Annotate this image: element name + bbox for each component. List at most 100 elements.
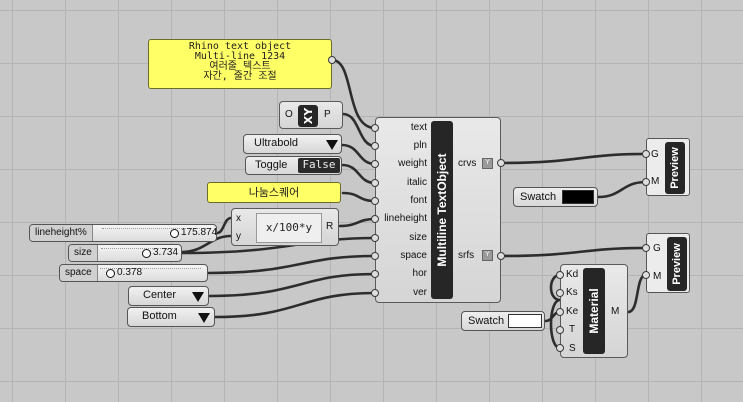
wire-crvs (499, 152, 648, 165)
toggle-value[interactable]: False (298, 158, 340, 173)
swatch-black[interactable]: Swatch (513, 187, 598, 207)
input-grip[interactable] (371, 124, 379, 132)
text-panel-line: Rhino text object (188, 41, 292, 52)
input-pin-size[interactable]: size (409, 232, 427, 243)
input-grip[interactable] (556, 308, 564, 316)
input-pin-italic[interactable]: italic (406, 177, 427, 188)
preview-input-m[interactable]: M (651, 176, 660, 187)
svg-text:XY: XY (302, 107, 315, 124)
input-grip[interactable] (371, 215, 379, 223)
swatch-color[interactable] (562, 190, 594, 204)
text-panel-line: 여러줄 텍스트 (209, 61, 271, 72)
input-grip[interactable] (371, 289, 379, 297)
input-grip[interactable] (371, 179, 379, 187)
preview-input-m[interactable]: M (653, 271, 662, 282)
font-panel-text: 나눔스퀘어 (248, 186, 300, 199)
input-pin-hor[interactable]: hor (412, 268, 427, 279)
input-grip[interactable] (371, 270, 379, 278)
xy-plane-output-pin[interactable]: P (324, 109, 331, 120)
input-grip[interactable] (556, 344, 564, 352)
input-grip[interactable] (556, 271, 564, 279)
material-input-t[interactable]: T (569, 324, 576, 335)
material-input-ks[interactable]: Ks (566, 287, 578, 298)
input-grip[interactable] (371, 160, 379, 168)
slider-knob[interactable] (142, 249, 151, 258)
xy-plane-icon: XY (298, 105, 318, 127)
input-grip[interactable] (371, 234, 379, 242)
wire-material-out (626, 273, 648, 314)
expression-input-y[interactable]: y (236, 231, 241, 242)
space-slider[interactable]: space 0.378 (59, 264, 208, 282)
preview-input-g[interactable]: G (651, 149, 659, 160)
input-grip[interactable] (556, 326, 564, 334)
output-grip[interactable] (497, 159, 505, 167)
material-title-bar: Material (583, 268, 605, 354)
input-pin-text[interactable]: text (410, 122, 427, 133)
input-pin-weight[interactable]: weight (398, 158, 427, 169)
multiline-textobject-component[interactable]: text pln weight italic font lineheight s… (375, 117, 501, 303)
font-panel[interactable]: 나눔스퀘어 (207, 182, 341, 203)
lineheight-slider-value: 175.874 (181, 227, 218, 238)
material-output-m[interactable]: M (611, 306, 620, 317)
input-pin-space[interactable]: space (400, 250, 427, 261)
lineheight-slider[interactable]: lineheight% 175.874 (29, 224, 217, 242)
slider-track (101, 248, 175, 258)
swatch-white[interactable]: Swatch (461, 311, 545, 331)
output-pin-crvs[interactable]: crvs (458, 158, 477, 169)
material-component[interactable]: Kd Ks Ke T S Material M (560, 264, 628, 358)
input-pin-ver[interactable]: ver (413, 287, 427, 298)
expression-formula: x/100*y (256, 213, 322, 243)
main-component-title-bar: Multiline TextObject (431, 121, 453, 299)
expression-input-x[interactable]: x (236, 213, 241, 224)
preview-input-g[interactable]: G (653, 243, 661, 254)
ver-dropdown[interactable]: Bottom (127, 307, 215, 327)
slider-track (100, 268, 201, 278)
space-slider-name: space (60, 265, 98, 281)
input-pin-lineheight[interactable]: lineheight (384, 213, 427, 224)
preview-title-bar: Preview (667, 237, 687, 291)
input-grip[interactable] (556, 289, 564, 297)
wire-pln (341, 112, 377, 148)
output-grip[interactable] (497, 252, 505, 260)
input-pin-font[interactable]: font (410, 195, 427, 206)
output-pin-srfs[interactable]: srfs (458, 250, 475, 261)
input-grip[interactable] (642, 244, 650, 252)
input-pin-pln[interactable]: pln (413, 140, 427, 151)
wire-weight (340, 143, 377, 166)
input-grip[interactable] (642, 178, 650, 186)
slider-knob[interactable] (170, 229, 179, 238)
text-panel[interactable]: Rhino text object Multi-line 1234 여러줄 텍스… (148, 39, 332, 89)
preview-title-bar: Preview (665, 142, 685, 194)
weight-dropdown[interactable]: Ultrabold (243, 134, 342, 154)
hor-dropdown[interactable]: Center (128, 286, 209, 306)
text-panel-line: 자간, 줄간 조절 (203, 71, 277, 82)
material-input-kd[interactable]: Kd (566, 269, 579, 280)
wire-slider-size-y (180, 234, 233, 254)
slider-knob[interactable] (106, 269, 115, 278)
input-grip[interactable] (371, 142, 379, 150)
swatch-color[interactable] (508, 314, 542, 328)
preview-component-2[interactable]: G M Preview (646, 233, 690, 293)
material-input-ke[interactable]: Ke (566, 306, 579, 317)
size-slider[interactable]: size 3.734 (68, 244, 182, 262)
output-grip[interactable] (328, 56, 336, 64)
italic-toggle[interactable]: Toggle False (245, 156, 342, 175)
input-grip[interactable] (642, 271, 650, 279)
input-grip[interactable] (642, 150, 650, 158)
main-component-title: Multiline TextObject (435, 153, 449, 267)
expression-component[interactable]: x y x/100*y R (231, 208, 339, 246)
xy-plane-component[interactable]: O XY P (279, 101, 343, 129)
lineheight-slider-name: lineheight% (30, 225, 93, 241)
preview-component-1[interactable]: G M Preview (646, 138, 690, 196)
space-slider-value: 0.378 (117, 267, 143, 278)
material-input-s[interactable]: S (569, 343, 576, 354)
ver-dropdown-value: Bottom (142, 310, 177, 322)
input-grip[interactable] (371, 252, 379, 260)
input-grip[interactable] (371, 197, 379, 205)
xy-plane-input-pin[interactable]: O (285, 109, 293, 120)
hor-dropdown-value: Center (143, 289, 177, 301)
expression-output-r[interactable]: R (326, 221, 334, 232)
wire-kd (549, 273, 562, 350)
wire-text (330, 58, 377, 130)
